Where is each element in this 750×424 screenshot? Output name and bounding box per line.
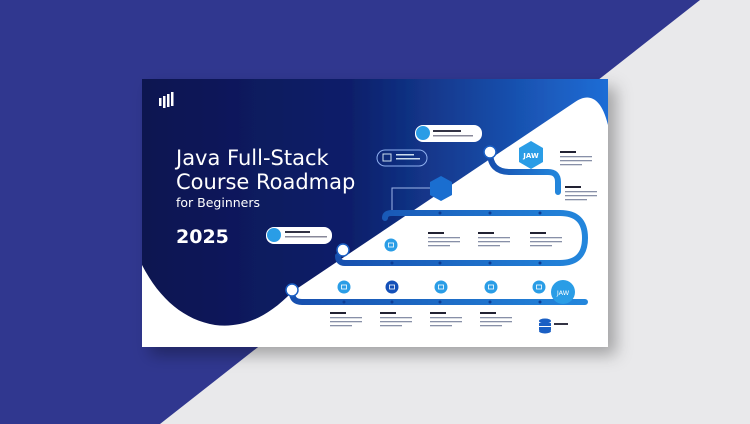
text-block-heading xyxy=(478,232,494,234)
text-block-line xyxy=(428,245,450,247)
text-block-heading xyxy=(560,151,576,153)
text-block-heading xyxy=(430,312,446,314)
step-icon xyxy=(434,280,448,294)
text-block-line xyxy=(565,199,587,201)
end-badge: JAW xyxy=(551,280,575,304)
text-block-heading xyxy=(330,312,346,314)
text-block-line xyxy=(560,156,592,158)
track-top xyxy=(487,149,561,195)
step-icon-glyph xyxy=(388,242,394,248)
text-block-heading xyxy=(480,312,496,314)
track-dot xyxy=(438,300,442,304)
track-middle xyxy=(335,210,589,266)
bubble-outline xyxy=(376,149,428,167)
text-block-line xyxy=(430,321,462,323)
hexagon-badge: JAW xyxy=(519,141,543,169)
text-block-line xyxy=(330,321,362,323)
text-block-line xyxy=(380,321,412,323)
milestone-node-icon xyxy=(285,283,299,297)
text-block-heading xyxy=(380,312,396,314)
text-block-line xyxy=(428,241,460,243)
logo-icon xyxy=(159,92,174,108)
bubble-top xyxy=(415,125,482,142)
milestone-node-icon xyxy=(336,243,350,257)
text-block-line xyxy=(480,325,502,327)
track-dot xyxy=(488,261,492,265)
svg-text:JAW: JAW xyxy=(522,152,539,160)
step-icon xyxy=(384,238,398,252)
text-block-line xyxy=(330,317,362,319)
title-line-2: Course Roadmap xyxy=(176,170,356,194)
svg-text:JAW: JAW xyxy=(556,289,570,297)
track-dot xyxy=(538,300,542,304)
database-icon xyxy=(539,318,568,334)
text-block-line xyxy=(380,325,402,327)
step-icon xyxy=(532,280,546,294)
track-dot xyxy=(438,261,442,265)
step-icon xyxy=(484,280,498,294)
step-icon-glyph xyxy=(488,284,494,290)
text-block-line xyxy=(565,195,597,197)
track-dot xyxy=(390,261,394,265)
text-block-line xyxy=(480,321,512,323)
track-dot xyxy=(390,300,394,304)
text-block-line xyxy=(530,237,562,239)
text-block-line xyxy=(480,317,512,319)
text-block-line xyxy=(478,237,510,239)
text-block-line xyxy=(478,241,510,243)
step-icon xyxy=(337,280,351,294)
step-icon-glyph xyxy=(341,284,347,290)
track-dot xyxy=(342,300,346,304)
text-block-line xyxy=(478,245,500,247)
text-block-line xyxy=(428,237,460,239)
text-block-line xyxy=(530,245,552,247)
track-dot xyxy=(438,211,442,215)
connector-line xyxy=(391,187,434,210)
bubble-left xyxy=(266,227,332,244)
step-icon xyxy=(385,280,399,294)
text-block-line xyxy=(560,160,592,162)
text-block-line xyxy=(330,325,352,327)
text-block-line xyxy=(430,317,462,319)
text-block-line xyxy=(430,325,452,327)
text-block-heading xyxy=(565,186,581,188)
track-dot xyxy=(538,211,542,215)
year: 2025 xyxy=(176,226,229,248)
step-icon-glyph xyxy=(438,284,444,290)
text-block-line xyxy=(380,317,412,319)
milestone-node-icon xyxy=(483,145,497,159)
track-dot xyxy=(488,300,492,304)
text-block-line xyxy=(530,241,562,243)
title-line-1: Java Full-Stack xyxy=(176,146,329,170)
subtitle: for Beginners xyxy=(176,195,261,210)
text-block-heading xyxy=(530,232,546,234)
step-icon-glyph xyxy=(389,284,395,290)
step-icon-glyph xyxy=(536,284,542,290)
track-dot xyxy=(538,261,542,265)
text-block-line xyxy=(565,191,597,193)
text-block-line xyxy=(560,164,582,166)
text-block-heading xyxy=(428,232,444,234)
hexagon-dark-icon xyxy=(430,176,452,201)
track-dot xyxy=(488,211,492,215)
